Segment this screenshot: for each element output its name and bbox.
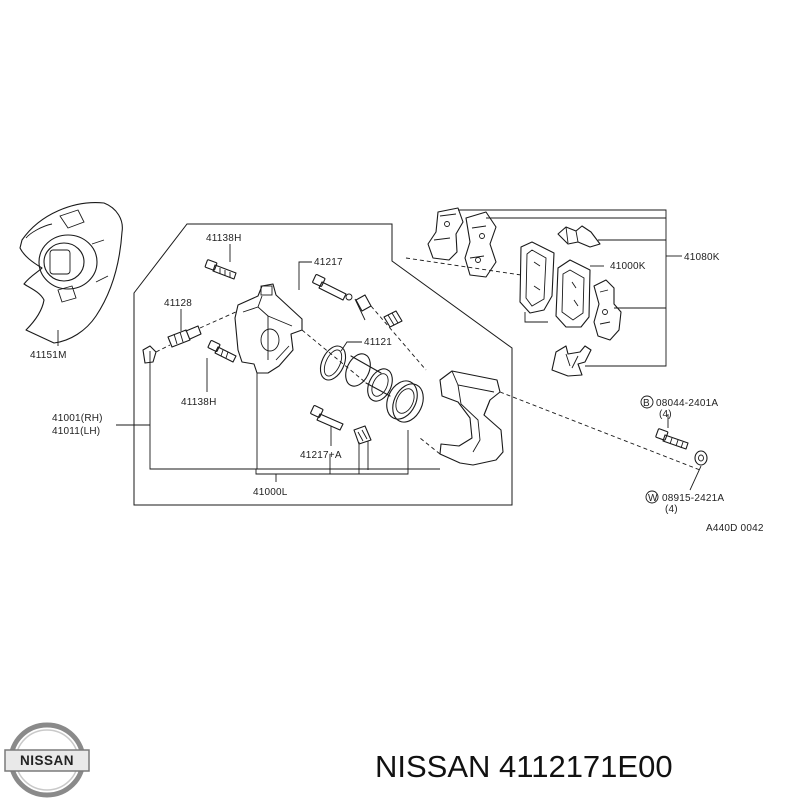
washer-marker-circle <box>645 490 659 504</box>
label-caliper-assembly: 41000L <box>253 487 288 498</box>
label-washer-qty: (4) <box>665 504 678 515</box>
piston-seal <box>319 345 347 381</box>
label-bolt-number: 08044-2401A <box>656 398 718 409</box>
label-pad-set: 41000K <box>610 261 646 272</box>
logo-text: NISSAN <box>20 753 74 768</box>
label-sleeve-top: 41217 <box>314 257 343 268</box>
pin-bolt-bottom <box>207 340 237 363</box>
bolt-marker-circle <box>640 395 654 409</box>
washer <box>694 450 708 466</box>
bracket-bolt-leader <box>301 329 701 471</box>
label-washer-marker: W <box>648 493 658 504</box>
caliper-body <box>234 283 303 374</box>
label-pin-bolt-bottom: 41138H <box>181 397 217 408</box>
drawing-code: A440D 0042 <box>706 523 764 534</box>
label-bleeder: 41128 <box>164 298 192 309</box>
piston <box>345 353 393 402</box>
anti-squeal-clip <box>557 225 601 248</box>
label-caliper-side-2: 41011(LH) <box>52 426 100 437</box>
label-pin-bolt-top: 41138H <box>206 233 242 244</box>
label-bolt-marker: B <box>643 398 650 409</box>
label-boot-kit: 41217+A <box>300 450 342 461</box>
pad-shim-inner <box>593 279 622 341</box>
label-pad-kit: 41080K <box>684 252 720 263</box>
pad-outer <box>519 241 555 314</box>
label-piston-seal: 41121 <box>364 337 392 348</box>
pad-shim-outer-2 <box>464 211 497 278</box>
splash-shield <box>19 202 123 344</box>
nissan-logo: NISSAN <box>4 722 90 798</box>
pad-kit-bracket <box>458 209 667 367</box>
dust-boot <box>386 380 424 423</box>
pad-shim-outer-1 <box>427 207 464 261</box>
bleeder-cap <box>142 344 171 364</box>
label-washer-number: 08915-2421A <box>662 493 724 504</box>
pad-inner <box>555 259 591 328</box>
bleeder-screw <box>167 310 239 348</box>
label-caliper-side-1: 41001(RH) <box>52 413 103 424</box>
caliper-assembly-frame <box>133 223 513 506</box>
guide-pin-top <box>312 274 353 301</box>
caliper-bolt <box>655 428 689 450</box>
caliper-bracket <box>439 370 504 466</box>
pad-retainer-clip <box>551 345 592 377</box>
label-splash-shield: 41151M <box>30 350 67 361</box>
label-bolt-qty: (4) <box>659 409 672 420</box>
part-number-caption: NISSAN 4112171E00 <box>375 749 673 784</box>
guide-boot-top <box>355 294 427 371</box>
guide-pin-bottom <box>310 405 372 445</box>
pin-bolt-top <box>204 259 237 280</box>
